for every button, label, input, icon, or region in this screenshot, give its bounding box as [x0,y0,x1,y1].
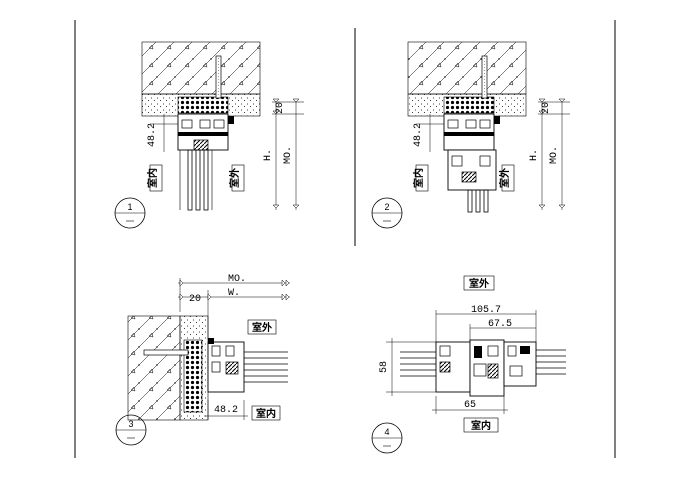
dim-mo: MO. [549,146,560,164]
seal-strip [228,116,234,124]
glass-pane [187,149,193,211]
label-inside: 室内 [412,168,425,188]
label-inside: 室内 [471,419,491,432]
thermal-break [178,132,228,136]
label-inside: 室内 [146,168,159,188]
dim-frame: 48.2 [147,123,158,147]
glass-pane [203,149,209,211]
foam-filler [443,96,495,114]
dim-gap: 20 [189,294,201,305]
dim-frame: 48.2 [214,405,238,416]
dim-height: H. [263,149,274,161]
label-inside: 室内 [256,407,276,420]
glass-pane [475,189,481,213]
dim-mo: MO. [228,274,246,285]
dim-d4: 65 [464,400,476,411]
dim-gap: 20 [275,102,286,114]
dim-mo: MO. [283,146,294,164]
detail-1: 20 48.2 H. MO. 室内 室外 1 [114,41,304,229]
thermal-break [444,132,494,136]
detail-number: 4 [384,427,389,437]
detail-number: 1 [127,202,132,212]
label-outside: 室外 [469,277,489,290]
detail-4: 室外 105.7 67.5 [371,275,566,454]
seal-strip [208,338,214,344]
detail-3: 20 MO. W. 48.2 室外 室内 3 [115,274,290,446]
concrete-wall [141,41,261,95]
glass-pane [483,189,489,213]
foam-filler [177,96,229,114]
anchor-bolt [143,349,189,356]
seal-strip [494,116,500,124]
dim-gap: 20 [541,102,552,114]
label-outside: 室外 [252,321,272,334]
dim-d2: 67.5 [488,319,512,330]
concrete-wall [407,41,527,95]
detail-number: 2 [384,202,389,212]
glass-pane [467,189,473,213]
sash-profile [447,149,497,191]
concrete-wall [127,315,181,421]
detail-2: 20 48.2 H. MO. 室内 室外 2 [371,41,570,229]
foam-filler [183,339,203,413]
dim-height: H. [529,149,540,161]
dim-width: W. [228,288,240,299]
dim-d3: 58 [379,361,390,373]
glass-pane [195,149,201,211]
dim-frame: 48.2 [413,123,424,147]
detail-number: 3 [128,419,133,429]
label-outside: 室外 [228,168,241,188]
dim-d1: 105.7 [471,305,501,316]
label-outside: 室外 [498,168,511,188]
